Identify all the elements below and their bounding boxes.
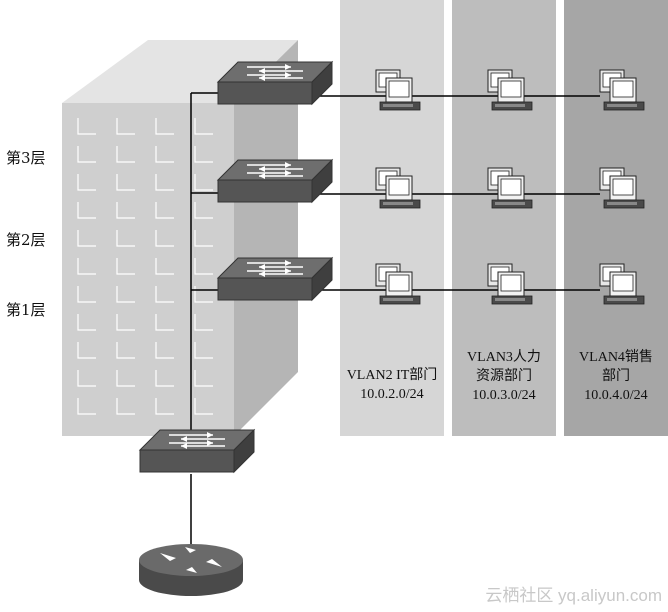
floor-label-2: 第2层	[6, 231, 46, 249]
core-switch-icon	[138, 428, 256, 474]
pc-icon-floor1-vlan3	[487, 263, 533, 305]
floor-label-3: 第3层	[6, 149, 46, 167]
vlan2-subnet: 10.0.2.0/24	[360, 387, 424, 402]
vlan2-label: VLAN2 IT部门 10.0.2.0/24	[338, 366, 446, 404]
vlan4-name-line2: 部门	[602, 369, 630, 384]
pc-icon-floor3-vlan2	[375, 69, 421, 111]
floor3-switch-icon	[216, 60, 334, 106]
vlan3-name: VLAN3人力	[467, 350, 541, 365]
vlan4-label: VLAN4销售 部门 10.0.4.0/24	[562, 348, 668, 405]
vlan4-subnet: 10.0.4.0/24	[584, 388, 648, 403]
vlan3-label: VLAN3人力 资源部门 10.0.3.0/24	[450, 348, 558, 405]
floor1-switch-icon	[216, 256, 334, 302]
vlan3-subnet: 10.0.3.0/24	[472, 388, 536, 403]
pc-icon-floor1-vlan4	[599, 263, 645, 305]
pc-icon-floor3-vlan3	[487, 69, 533, 111]
floor2-switch-icon	[216, 158, 334, 204]
vlan3-name-line2: 资源部门	[476, 369, 532, 384]
floor-label-1: 第1层	[6, 301, 46, 319]
building-front	[62, 103, 234, 436]
pc-icon-floor2-vlan4	[599, 167, 645, 209]
pc-icon-floor2-vlan2	[375, 167, 421, 209]
vlan4-name: VLAN4销售	[579, 350, 653, 365]
pc-icon-floor2-vlan3	[487, 167, 533, 209]
watermark: 云栖社区 yq.aliyun.com	[485, 586, 662, 605]
pc-icon-floor3-vlan4	[599, 69, 645, 111]
router-icon	[139, 544, 243, 596]
building-side	[234, 40, 298, 436]
vlan2-name: VLAN2 IT部门	[346, 368, 438, 383]
pc-icon-floor1-vlan2	[375, 263, 421, 305]
